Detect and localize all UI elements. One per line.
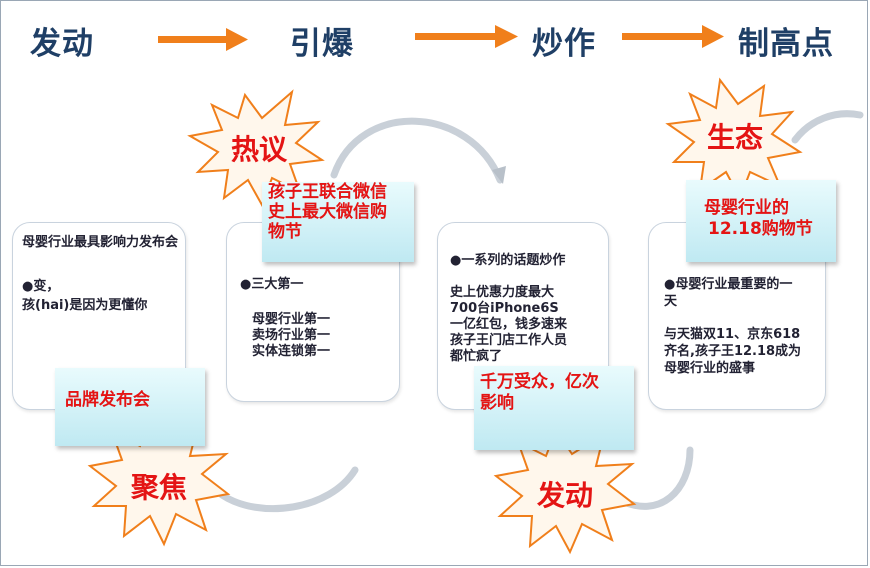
callout-audience-line2: 影响 bbox=[480, 393, 514, 413]
panel3-line3: 700台iPhone6S bbox=[450, 301, 559, 316]
stage-title-4: 制高点 bbox=[738, 26, 834, 62]
panel4-line2: 天 bbox=[664, 294, 678, 309]
panel3-line4: 一亿红包，钱多速来 bbox=[450, 317, 568, 332]
curve-connector-2 bbox=[218, 466, 359, 513]
callout-wechat-line3: 物节 bbox=[268, 222, 302, 242]
callout-shopping-line2: 12.18购物节 bbox=[708, 219, 813, 239]
panel2-line4: 实体连锁第一 bbox=[252, 344, 331, 359]
burst-label-discussion: 热议 bbox=[230, 133, 287, 166]
panel4-line5: 母婴行业的盛事 bbox=[664, 361, 756, 376]
curve-connector-4 bbox=[791, 110, 864, 144]
callout-brand-launch-text: 品牌发布会 bbox=[65, 390, 150, 410]
stage-title-2: 引爆 bbox=[290, 26, 354, 62]
panel3-line5: 孩子王门店工作人员 bbox=[450, 333, 568, 348]
callout-shopping-line1: 母婴行业的 bbox=[704, 198, 789, 218]
callout-wechat: 孩子王联合微信 史上最大微信购 物节 bbox=[262, 182, 414, 262]
burst-shape-3 bbox=[87, 417, 231, 547]
callout-audience-line1: 千万受众，亿次 bbox=[480, 372, 599, 392]
header-arrow-1 bbox=[158, 28, 248, 51]
panel3-line6: 都忙疯了 bbox=[450, 349, 503, 364]
callout-audience: 千万受众，亿次 影响 bbox=[474, 366, 634, 450]
burst-label-launch: 发动 bbox=[536, 479, 593, 512]
panel2-line2: 母婴行业第一 bbox=[252, 312, 331, 327]
burst-shape-4 bbox=[493, 427, 637, 555]
curve-connector-1 bbox=[330, 117, 504, 184]
callout-wechat-line1: 孩子王联合微信 bbox=[268, 182, 387, 202]
panel3-line2: 史上优惠力度最大 bbox=[450, 285, 555, 300]
callout-shopping-day: 母婴行业的 12.18购物节 bbox=[686, 180, 836, 262]
panel1-line2: ●变， bbox=[22, 279, 60, 294]
header-arrow-3 bbox=[622, 25, 724, 48]
header-arrow-2 bbox=[415, 25, 518, 48]
panel4-line1: ●母婴行业最重要的一 bbox=[664, 277, 793, 292]
panel1-line3: 孩(hai)是因为更懂你 bbox=[22, 298, 148, 313]
burst-label-focus: 聚焦 bbox=[130, 471, 187, 504]
panel2-line1: ●三大第一 bbox=[240, 277, 304, 292]
panel3-line1: ●一系列的话题炒作 bbox=[450, 253, 566, 268]
panel4-line3: 与天猫双11、京东618 bbox=[664, 327, 801, 342]
burst-label-ecosystem: 生态 bbox=[706, 121, 763, 154]
callout-brand-launch: 品牌发布会 bbox=[55, 368, 205, 446]
stage-title-1: 发动 bbox=[30, 26, 94, 62]
panel2-line3: 卖场行业第一 bbox=[252, 328, 331, 343]
panel4-line4: 齐名,孩子王12.18成为 bbox=[664, 344, 802, 359]
panel1-line1: 母婴行业最具影响力发布会 bbox=[22, 235, 179, 250]
stage-title-3: 炒作 bbox=[532, 26, 596, 62]
callout-wechat-line2: 史上最大微信购 bbox=[268, 202, 387, 222]
curve-connector-3 bbox=[616, 446, 694, 510]
